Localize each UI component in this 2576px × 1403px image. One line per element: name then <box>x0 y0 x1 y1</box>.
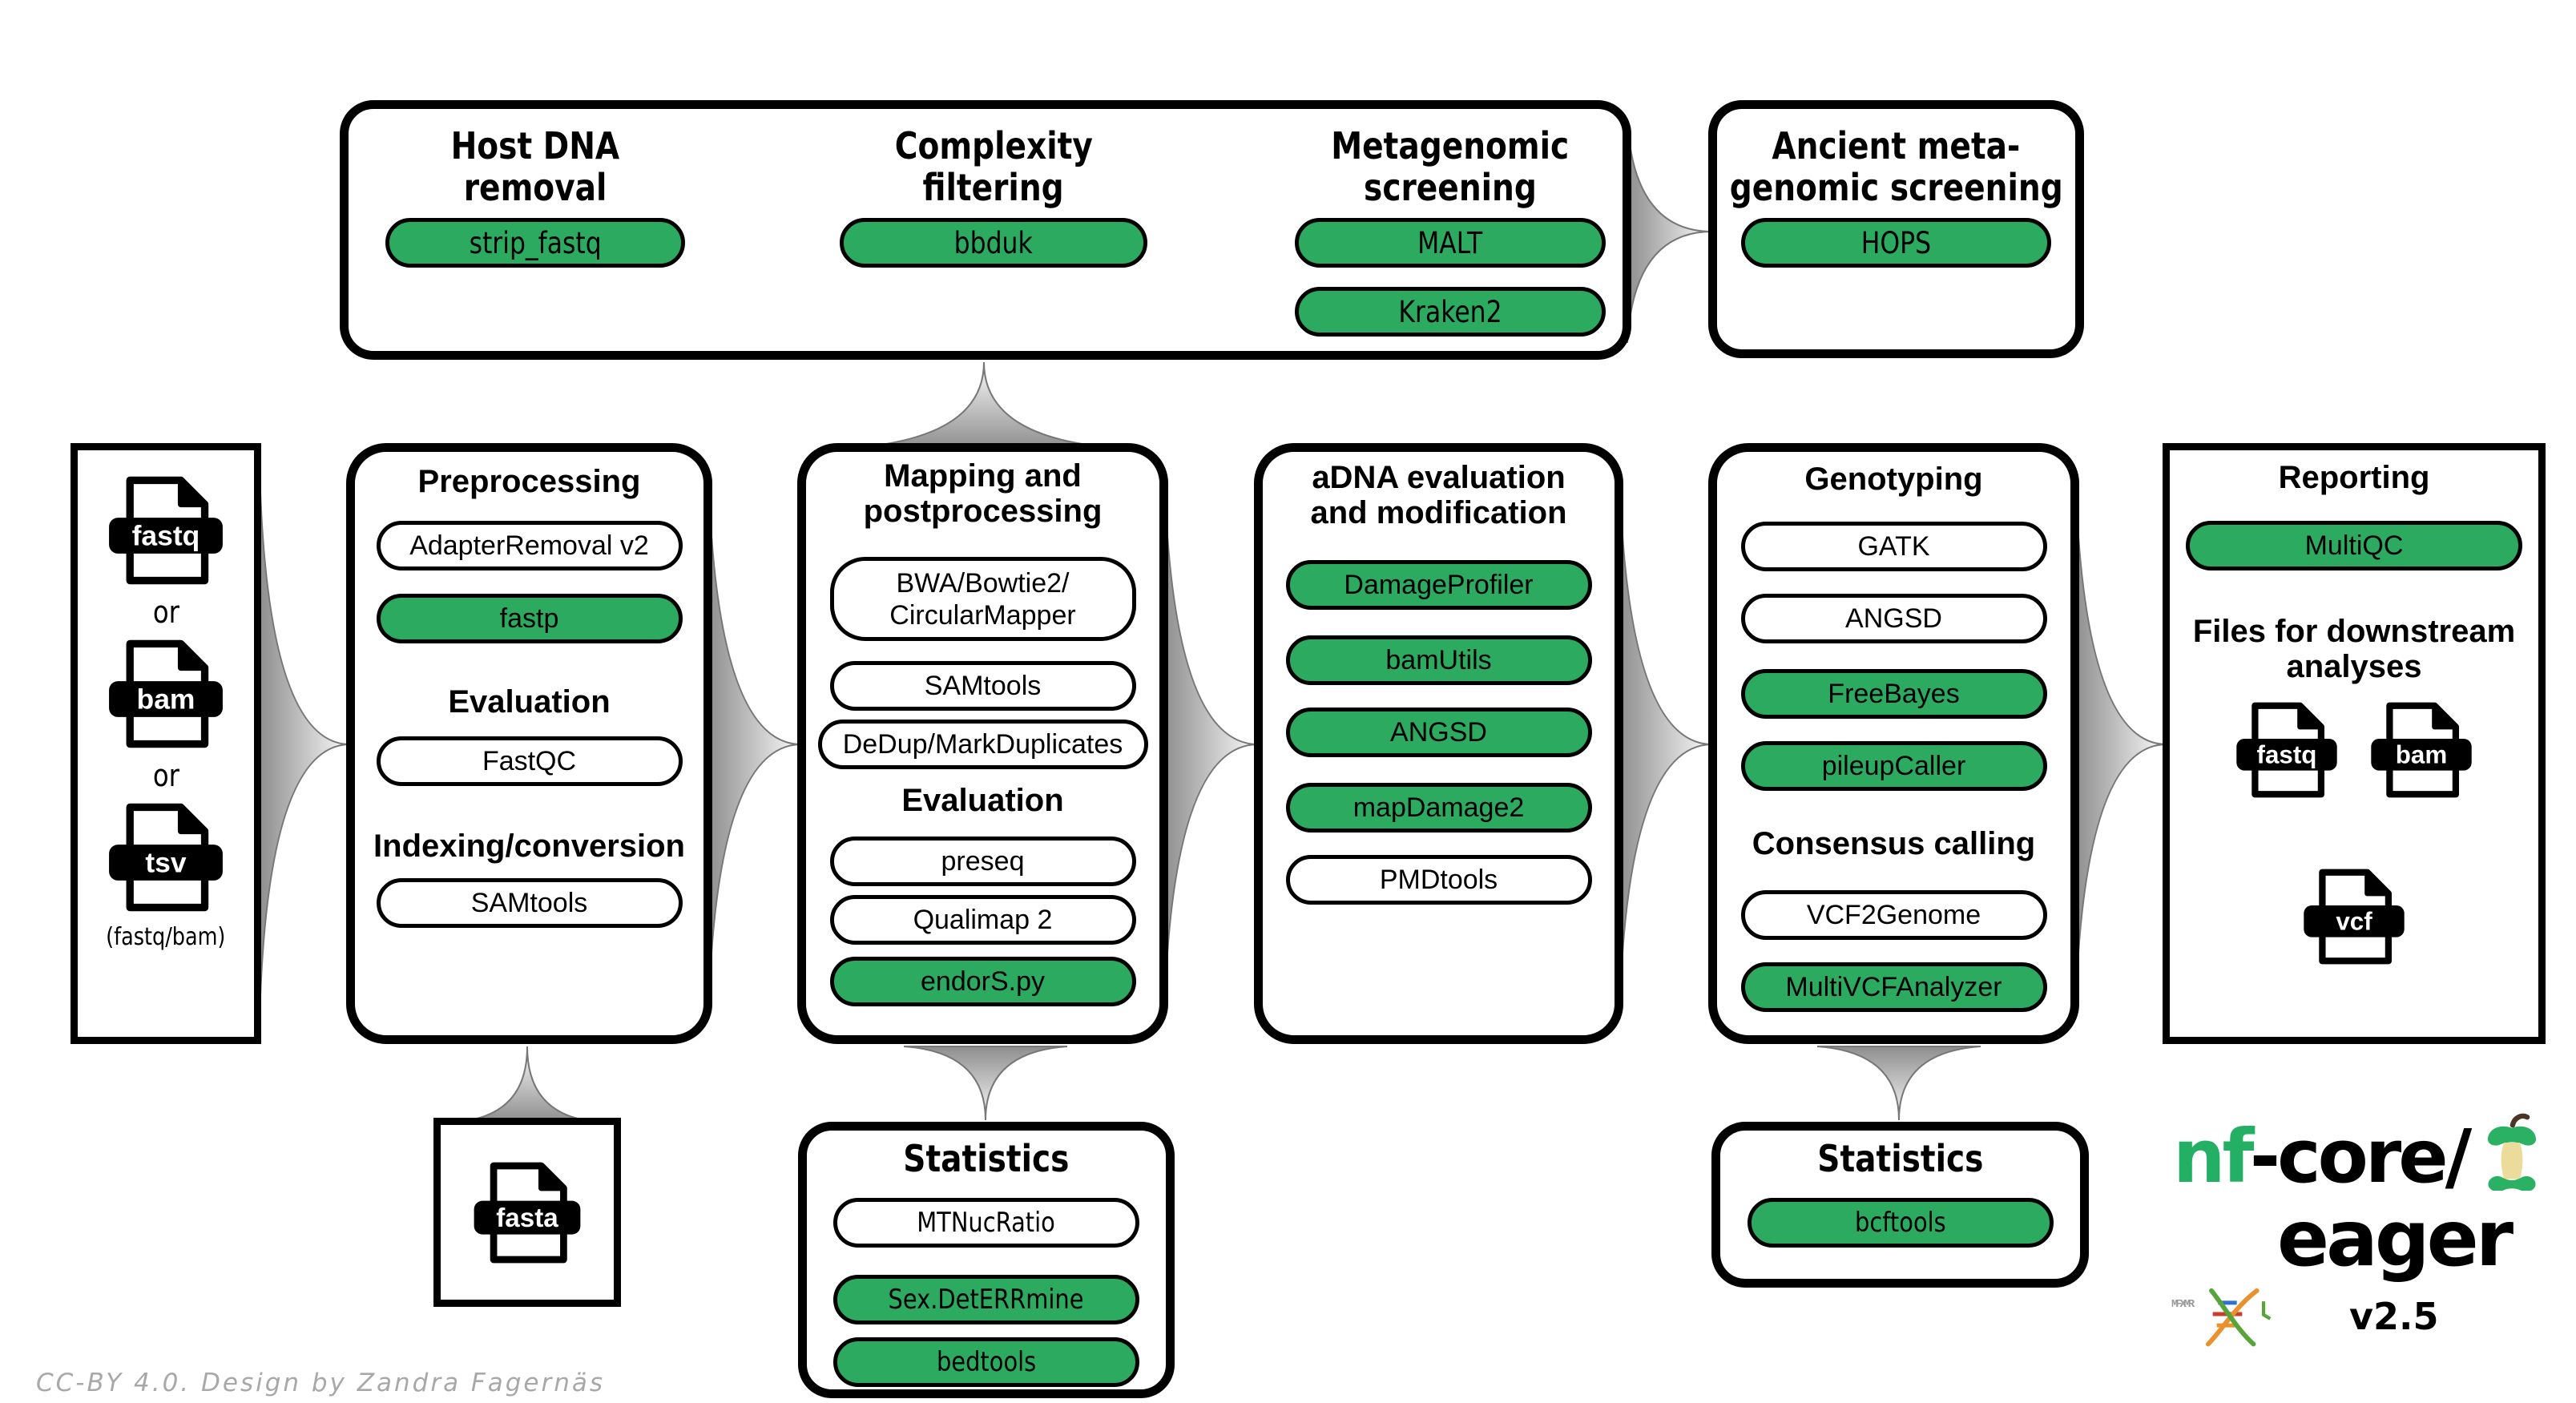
endors-pill: endorS.py <box>829 957 1136 1006</box>
bwa-bowtie2-circularmapper-pill: BWA/Bowtie2/CircularMapper <box>829 557 1136 641</box>
mtnucratio-pill: MTNucRatio <box>833 1198 1139 1248</box>
bam-file-icon: bam <box>2371 702 2472 798</box>
fastq-file-icon: fastq <box>2236 702 2337 798</box>
fastq-file-icon: fastq <box>109 476 223 585</box>
input-files-box: fastq or bam or tsv (fastq/bam) <box>71 443 261 1044</box>
dna-helix-icon: MFXMR <box>2171 1288 2272 1347</box>
svg-text:bam: bam <box>2396 741 2447 769</box>
hops-pill: HOPS <box>1741 218 2051 268</box>
sexdeterrmine-pill: Sex.DetERRmine <box>833 1275 1139 1324</box>
damageprofiler-pill: DamageProfiler <box>1285 560 1592 610</box>
samtools-pill: SAMtools <box>829 661 1136 711</box>
complexity-filtering-group: Complexity filtering bbduk <box>840 125 1147 268</box>
bam-file-icon: bam <box>109 639 223 748</box>
or-label: or <box>152 758 179 793</box>
mapdamage2-pill: mapDamage2 <box>1285 783 1592 833</box>
multiqc-pill: MultiQC <box>2186 521 2522 570</box>
ancient-screening-title: Ancient meta- genomic screening <box>1729 124 2063 209</box>
arrow-mapping-to-adna <box>1163 468 1259 1021</box>
adapterremoval-pill: AdapterRemoval v2 <box>376 521 683 570</box>
version-label: v2.5 <box>2349 1295 2439 1338</box>
or-label: or <box>152 595 179 630</box>
fasta-reference-box: fasta <box>433 1118 621 1307</box>
arrow-preprocessing-to-mapping <box>707 468 802 1021</box>
genotyping-title: Genotyping <box>1804 462 1983 497</box>
svg-text:MFXMR: MFXMR <box>2171 1298 2195 1311</box>
malt-pill: MALT <box>1295 218 1606 268</box>
downstream-file-icons-row: fastq bam <box>2170 700 2538 800</box>
statistics-title: Statistics <box>903 1137 1070 1180</box>
svg-text:fasta: fasta <box>496 1203 558 1232</box>
metagenomic-screening-group: Metagenomic screening MALT Kraken2 <box>1295 125 1606 337</box>
svg-text:fastq: fastq <box>132 520 200 552</box>
kraken2-pill: Kraken2 <box>1295 287 1606 337</box>
freebayes-pill: FreeBayes <box>1740 669 2047 719</box>
preprocessing-title: Preprocessing <box>417 464 641 499</box>
strip-fastq-pill: strip_fastq <box>385 218 685 268</box>
arrow-mapping-to-statistics <box>903 1046 1068 1121</box>
statistics-box-genotyping: Statistics bcftools <box>1711 1122 2089 1288</box>
statistics-box-mapping: Statistics MTNucRatio Sex.DetERRmine bed… <box>798 1122 1175 1398</box>
arrow-mapping-to-screening <box>839 361 1129 450</box>
metagenomic-screening-title: Metagenomic screening <box>1331 124 1570 209</box>
input-caption: (fastq/bam) <box>106 923 226 951</box>
samtools-pill: SAMtools <box>376 878 683 928</box>
evaluation-header: Evaluation <box>901 783 1064 818</box>
svg-text:fastq: fastq <box>2257 741 2317 769</box>
evaluation-header: Evaluation <box>448 684 611 720</box>
pileupcaller-pill: pileupCaller <box>1740 741 2047 791</box>
pmdtools-pill: PMDtools <box>1285 855 1592 905</box>
indexing-conversion-header: Indexing/conversion <box>373 828 685 864</box>
preseq-pill: preseq <box>829 837 1136 886</box>
vcf-icon-row: vcf <box>2170 867 2538 966</box>
arrow-genotyping-to-reporting <box>2074 468 2167 1021</box>
bamutils-pill: bamUtils <box>1285 635 1592 685</box>
nf-core-eager-logo: nf-core/ eager MFXMR v2.5 <box>2171 1113 2558 1353</box>
complexity-filtering-title: Complexity filtering <box>894 124 1093 209</box>
arrow-adna-to-genotyping <box>1619 468 1713 1021</box>
vcf2genome-pill: VCF2Genome <box>1740 890 2047 940</box>
host-dna-removal-group: Host DNA removal strip_fastq <box>385 125 685 268</box>
svg-text:bam: bam <box>137 683 196 716</box>
fastqc-pill: FastQC <box>376 736 683 786</box>
license-credit: CC-BY 4.0. Design by Zandra Fagernäs <box>36 1369 606 1397</box>
angsd-pill: ANGSD <box>1740 594 2047 643</box>
genotyping-box: Genotyping GATK ANGSD FreeBayes pileupCa… <box>1708 443 2079 1044</box>
angsd-pill: ANGSD <box>1285 708 1592 757</box>
eager-wordmark: eager MFXMR <box>2171 1200 2514 1347</box>
preprocessing-box: Preprocessing AdapterRemoval v2 fastp Ev… <box>346 443 712 1044</box>
arrow-fasta-to-preprocessing <box>458 1046 597 1123</box>
svg-text:tsv: tsv <box>145 847 187 879</box>
reporting-title: Reporting <box>2278 460 2430 495</box>
arrow-input-to-preprocessing <box>259 468 351 1021</box>
vcf-file-icon: vcf <box>2304 869 2405 965</box>
fasta-file-icon: fasta <box>474 1162 581 1263</box>
apple-core-icon <box>2487 1113 2537 1191</box>
bedtools-pill: bedtools <box>833 1337 1139 1387</box>
fastp-pill: fastp <box>376 594 683 643</box>
ancient-screening-group: Ancient meta- genomic screening HOPS <box>1730 125 2062 268</box>
qualimap2-pill: Qualimap 2 <box>829 895 1136 945</box>
consensus-calling-header: Consensus calling <box>1752 826 2036 861</box>
dedup-markduplicates-pill: DeDup/MarkDuplicates <box>817 720 1148 769</box>
ancient-screening-box: Ancient meta- genomic screening HOPS <box>1708 100 2084 358</box>
bcftools-pill: bcftools <box>1747 1198 2054 1248</box>
host-dna-removal-title: Host DNA removal <box>450 124 620 209</box>
tsv-file-icon: tsv <box>109 803 223 912</box>
nf-core-wordmark: nf-core/ <box>2173 1114 2472 1199</box>
statistics-title: Statistics <box>1816 1137 1984 1180</box>
screening-box: Host DNA removal strip_fastq Complexity … <box>340 100 1631 360</box>
svg-text:vcf: vcf <box>2336 908 2372 936</box>
arrow-genotyping-to-statistics <box>1816 1046 1981 1121</box>
bbduk-pill: bbduk <box>840 218 1147 268</box>
gatk-pill: GATK <box>1740 522 2047 571</box>
multivcfanalyzer-pill: MultiVCFAnalyzer <box>1740 962 2047 1012</box>
